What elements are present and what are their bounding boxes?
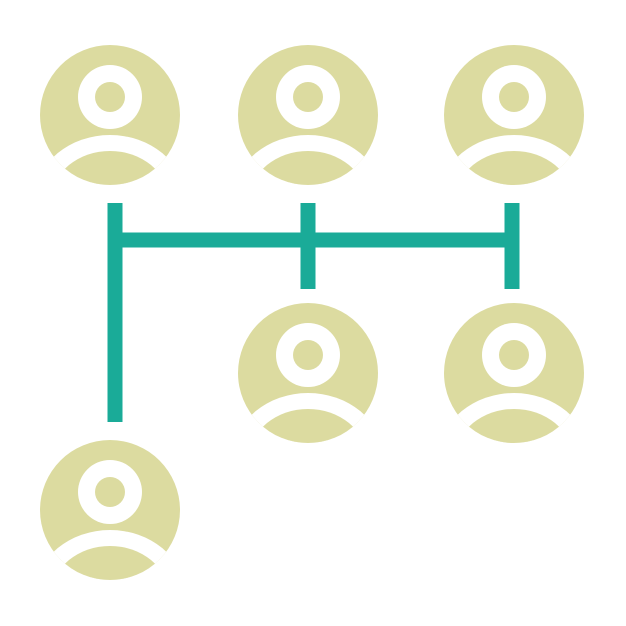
user-avatar-icon: [238, 65, 378, 185]
user-node: [40, 440, 180, 580]
user-avatar-icon: [40, 460, 180, 580]
shoulders-shape: [250, 409, 366, 443]
user-nodes: [40, 45, 584, 580]
head-shape: [499, 340, 529, 370]
user-avatar-icon: [40, 65, 180, 185]
user-node: [40, 45, 180, 185]
head-shape: [95, 477, 125, 507]
user-avatar-icon: [444, 65, 584, 185]
head-shape: [293, 82, 323, 112]
head-shape: [499, 82, 529, 112]
head-shape: [95, 82, 125, 112]
user-avatar-icon: [238, 323, 378, 443]
head-shape: [293, 340, 323, 370]
shoulders-shape: [52, 151, 168, 185]
shoulders-shape: [250, 151, 366, 185]
user-node: [238, 45, 378, 185]
connector-lines: [107, 203, 520, 422]
shoulders-shape: [52, 546, 168, 580]
shoulders-shape: [456, 409, 572, 443]
shoulders-shape: [456, 151, 572, 185]
user-node: [444, 45, 584, 185]
user-node: [238, 303, 378, 443]
user-node: [444, 303, 584, 443]
user-avatar-icon: [444, 323, 584, 443]
